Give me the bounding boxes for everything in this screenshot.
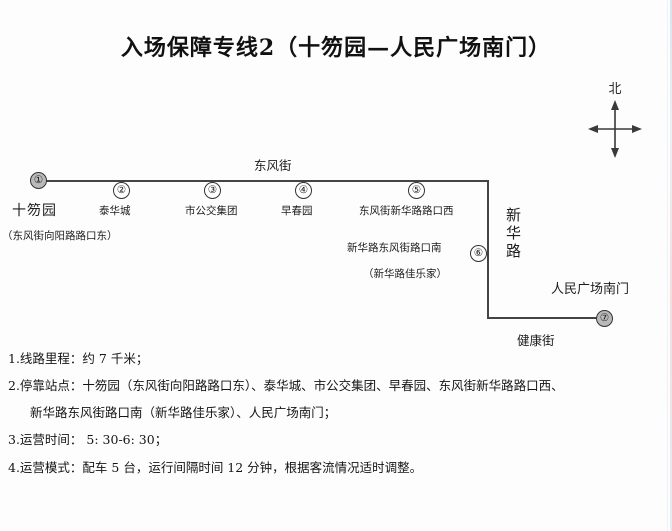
stop-marker-1[interactable]: ① (30, 172, 47, 189)
note-item-4: 4.运营模式：配车 5 台，运行间隔时间 12 分钟，根据客流情况适时调整。 (8, 459, 423, 475)
note-item-2: 2.停靠站点：十笏园（东风街向阳路路口东）、泰华城、市公交集团、早春园、东风街新… (8, 379, 668, 419)
page-edge-artifact-2 (667, 0, 668, 531)
stop-label-5: 东风街新华路路口西 (359, 205, 454, 217)
route-map: 东风街 新华路 健康街 ① 十笏园 （东风街向阳路路口东） ② 泰华城 ③ 市公… (2, 158, 630, 348)
street-label-xinhua: 新华路 (504, 207, 522, 261)
note-item-2-line1: 2.停靠站点：十笏园（东风街向阳路路口东）、泰华城、市公交集团、早春园、东风街新… (8, 378, 564, 394)
destination-label: 人民广场南门 (551, 282, 630, 297)
route-segment-bottom (487, 317, 604, 319)
stop-label-4: 早春园 (281, 205, 313, 217)
stop-marker-5[interactable]: ⑤ (408, 182, 425, 199)
stop-label-1: 十笏园 (12, 203, 57, 219)
compass-rose: 北 (580, 78, 650, 163)
note-item-2-line2: 新华路东风街路口南（新华路佳乐家）、人民广场南门； (30, 405, 337, 421)
route-segment-top (38, 180, 489, 182)
page-edge-artifact (670, 0, 672, 531)
page-title: 入场保障专线2（十笏园—人民广场南门） (120, 35, 552, 61)
note-item-1: 1.线路里程：约 7 千米； (8, 351, 149, 366)
stop-label-6: 新华路东风街路口南 (347, 242, 442, 254)
stop-sublabel-6: （新华路佳乐家） (363, 268, 447, 280)
stop-marker-6[interactable]: ⑥ (470, 245, 487, 262)
compass-north-label: 北 (608, 82, 622, 97)
stop-sublabel-1: （东风街向阳路路口东） (2, 230, 118, 242)
route-segment-right (487, 180, 489, 319)
note-item-3: 3.运营时间： 5: 30-6: 30； (8, 432, 168, 448)
street-label-jiankang: 健康街 (517, 333, 555, 348)
stop-marker-2[interactable]: ② (113, 182, 130, 199)
compass-four-arrows-icon (588, 100, 642, 158)
street-label-dongfeng: 东风街 (254, 158, 292, 173)
route-notes: 1.线路里程：约 7 千米； 2.停靠站点：十笏园（东风街向阳路路口东）、泰华城… (8, 352, 668, 488)
stop-label-3: 市公交集团 (185, 205, 238, 217)
stop-marker-4[interactable]: ④ (295, 182, 312, 199)
stop-marker-3[interactable]: ③ (204, 182, 221, 199)
stop-marker-7[interactable]: ⑦ (596, 310, 613, 327)
stop-label-2: 泰华城 (99, 205, 131, 217)
